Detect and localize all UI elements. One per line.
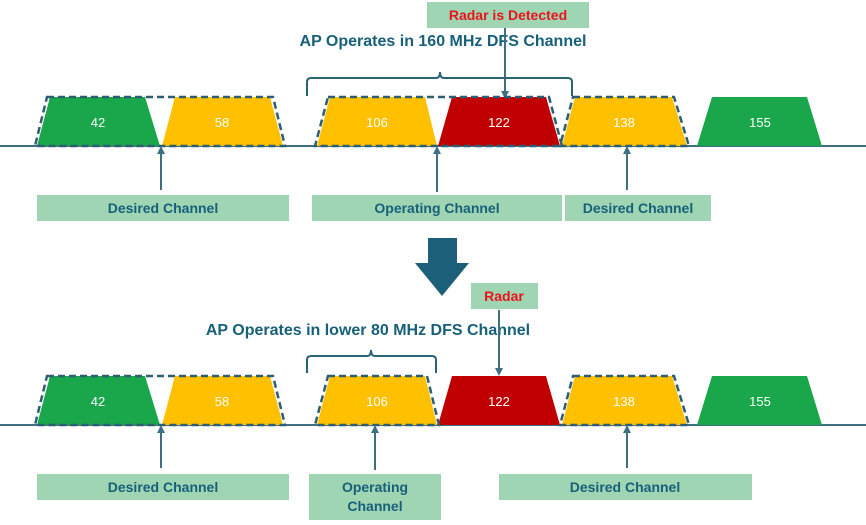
radar-detected-text: Radar is Detected [449,7,567,23]
channel-label: 138 [613,394,635,409]
desired-channel-box-right [565,195,711,221]
channel-label: 122 [488,394,510,409]
channel-block-42 [37,97,160,146]
channel-block-42 [37,376,160,425]
channel-block-138 [562,97,687,146]
desired-channel-label-left: Desired Channel [108,200,218,216]
desired-channel-label-left: Desired Channel [108,479,218,495]
brace-80mhz [306,349,437,373]
channel-label: 122 [488,115,510,130]
bottom-section: Radar AP Operates in lower 80 MHz DFS Ch… [0,283,866,520]
channel-label: 58 [215,115,229,130]
desired-channel-label-right: Desired Channel [583,200,693,216]
dashed-outline-desired-left [33,374,287,427]
radar-callout [471,283,538,309]
dashed-outline-desired-left [33,95,287,148]
radar-text: Radar [484,288,524,304]
brace-160mhz [306,71,573,96]
desired-channel-label-right: Desired Channel [570,479,680,495]
channel-block-58 [162,97,283,146]
top-title: AP Operates in 160 MHz DFS Channel [300,33,587,50]
channel-label: 106 [366,394,388,409]
channel-label: 58 [215,394,229,409]
channel-block-122 [438,97,560,146]
channel-label: 155 [749,394,771,409]
dashed-outline-desired-right [558,95,691,148]
operating-channel-label: Operating Channel [374,200,499,216]
channel-label: 155 [749,115,771,130]
bottom-title: AP Operates in lower 80 MHz DFS Channel [206,322,530,339]
dashed-outline-operating [313,374,441,427]
channel-block-155 [697,97,822,146]
channel-block-155 [697,376,822,425]
channel-label: 106 [366,115,388,130]
desired-channel-box-left [37,195,289,221]
operating-channel-label-line2: Channel [347,498,402,514]
channel-label: 42 [91,394,105,409]
operating-channel-box [309,474,441,520]
channel-block-106 [317,376,437,425]
operating-channel-label-line1: Operating [342,479,408,495]
desired-channel-box-left [37,474,289,500]
transition-down-arrow [415,238,469,296]
channel-block-138 [562,376,687,425]
desired-channel-box-right [499,474,752,500]
channel-label: 42 [91,115,105,130]
operating-channel-box [312,195,562,221]
channel-block-58 [162,376,283,425]
dashed-outline-desired-right [558,374,691,427]
radar-detected-callout [427,2,589,28]
channel-block-106 [317,97,437,146]
channel-block-122 [438,376,560,425]
top-section: Radar is Detected AP Operates in 160 MHz… [0,2,866,221]
channel-label: 138 [613,115,635,130]
dashed-outline-operating [313,95,564,148]
